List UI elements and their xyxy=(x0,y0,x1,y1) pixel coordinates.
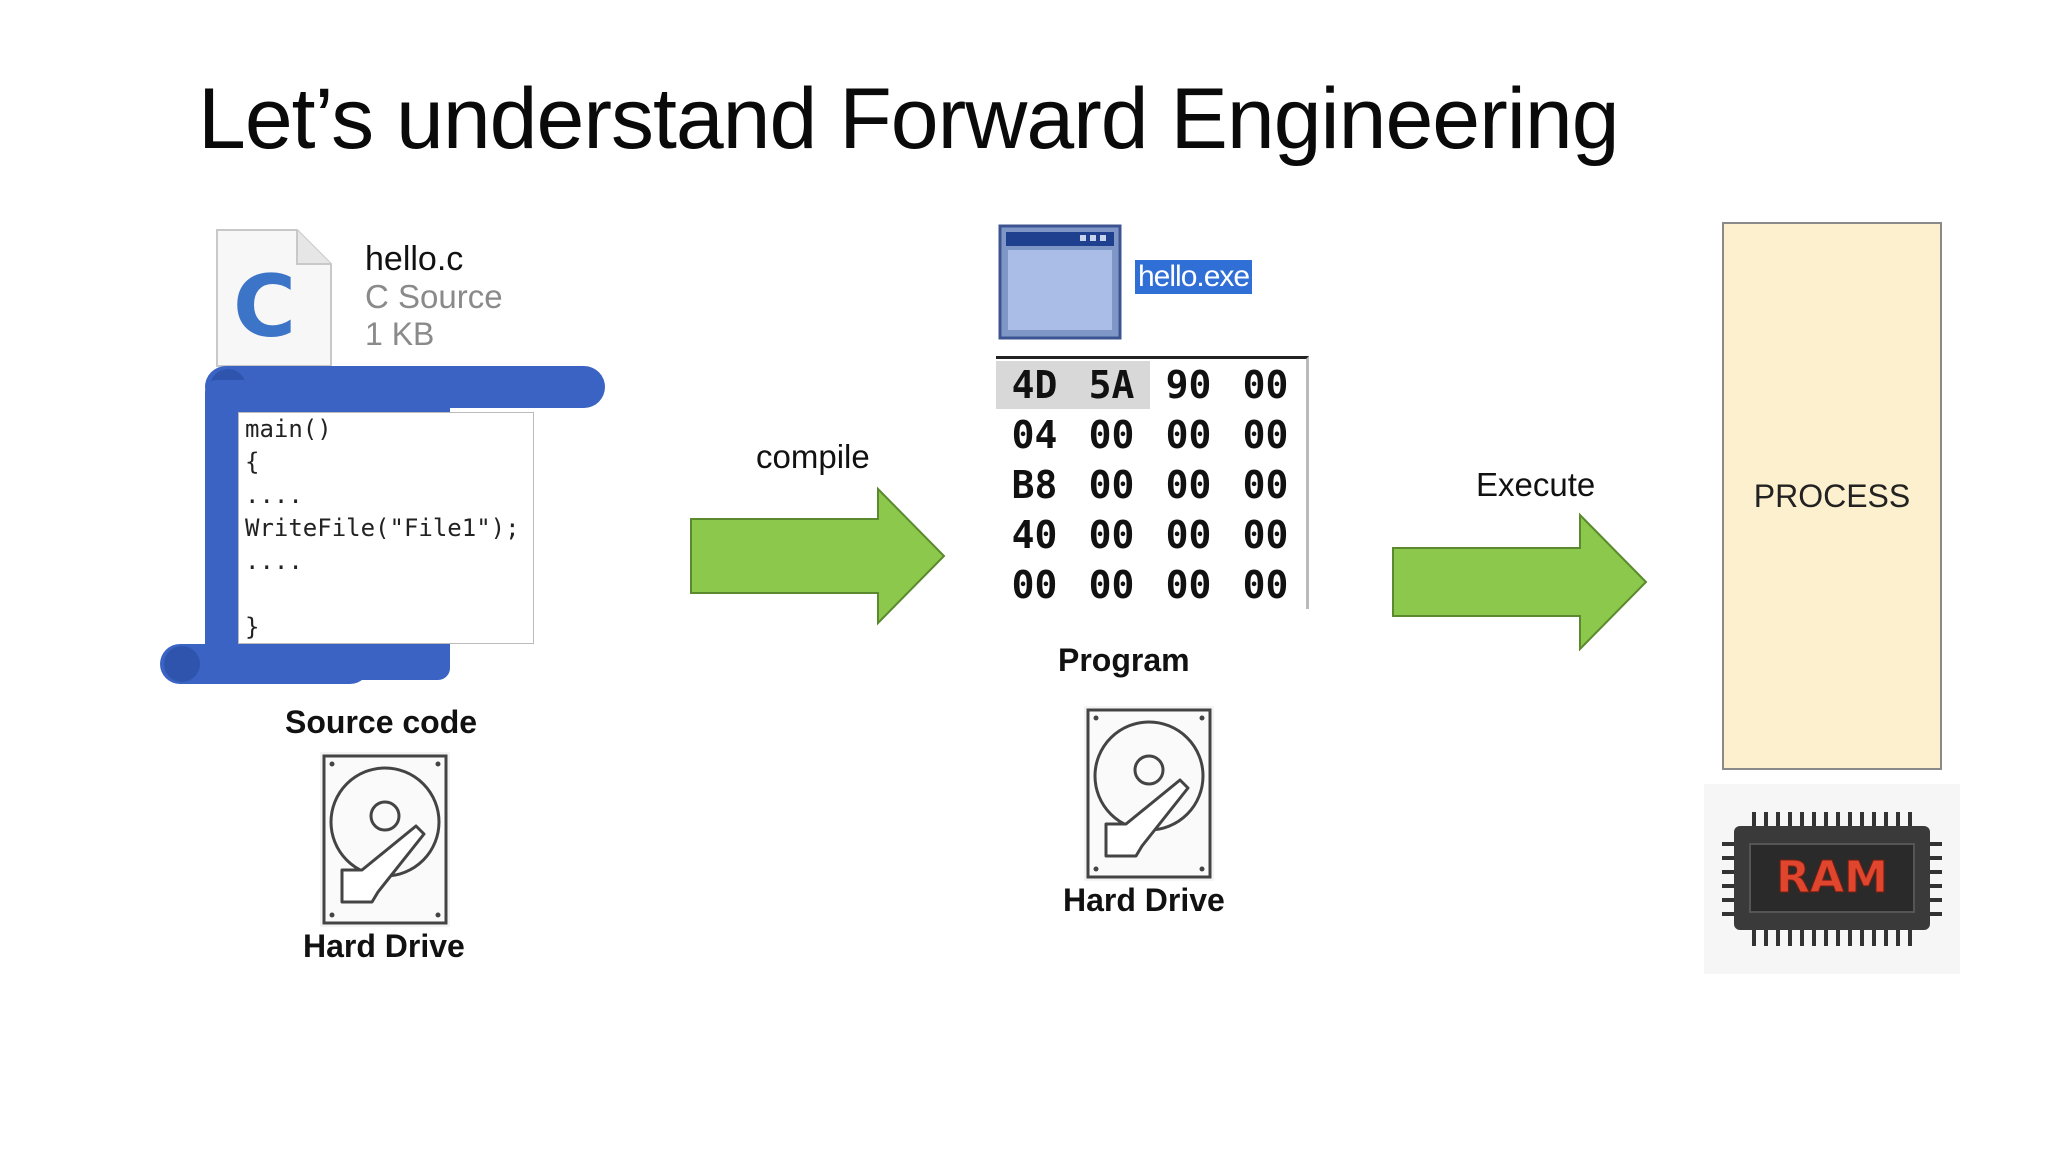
hex-cell: 00 xyxy=(1242,363,1289,407)
code-line: .... xyxy=(245,547,303,575)
compile-arrow xyxy=(690,486,946,626)
code-line: .... xyxy=(245,481,303,509)
execute-arrow xyxy=(1392,512,1648,652)
hex-cell: 00 xyxy=(1242,513,1289,557)
hex-cell: 00 xyxy=(1088,413,1135,457)
hex-cell: 04 xyxy=(1011,413,1058,457)
hex-cell: 00 xyxy=(1011,563,1058,607)
hex-cell: 00 xyxy=(1242,563,1289,607)
hex-row: 4D 5A 90 00 xyxy=(996,361,1306,409)
execute-label: Execute xyxy=(1476,466,1596,503)
hard-drive-caption: Hard Drive xyxy=(1063,882,1225,918)
hex-dump-table: 4D 5A 90 00 04 00 00 00 B8 00 00 00 40 0… xyxy=(996,356,1309,609)
process-label: PROCESS xyxy=(1753,478,1911,514)
hex-row: 04 00 00 00 xyxy=(996,411,1306,459)
code-line: } xyxy=(245,613,260,641)
code-box: main() { .... WriteFile("File1"); .... } xyxy=(238,412,534,644)
hex-cell: 00 xyxy=(1165,413,1212,457)
ram-chip-icon: RAM xyxy=(1704,784,1960,974)
process-box xyxy=(1722,222,1942,770)
hex-cell: 00 xyxy=(1242,413,1289,457)
source-code-caption: Source code xyxy=(285,704,478,740)
hex-cell: 00 xyxy=(1088,513,1135,557)
hex-cell: 00 xyxy=(1165,513,1212,557)
program-caption: Program xyxy=(1058,642,1190,678)
hex-row: B8 00 00 00 xyxy=(996,461,1306,509)
ram-text: RAM xyxy=(1776,852,1888,903)
hex-row: 00 00 00 00 xyxy=(996,561,1306,609)
hex-row: 40 00 00 00 xyxy=(996,511,1306,559)
hex-cell: 4D xyxy=(996,361,1073,409)
hex-cell: 00 xyxy=(1165,463,1212,507)
file-size: 1 KB xyxy=(365,316,435,352)
c-letter: C xyxy=(233,257,296,357)
hex-cell: 5A xyxy=(1073,361,1150,409)
hard-drive-caption: Hard Drive xyxy=(303,928,465,964)
code-line xyxy=(245,578,533,611)
window-app-icon xyxy=(998,224,1122,340)
hex-cell: 40 xyxy=(1011,513,1058,557)
file-type: C Source xyxy=(365,278,503,315)
hard-drive-icon xyxy=(1084,706,1214,881)
hex-cell: 00 xyxy=(1242,463,1289,507)
hex-cell: 90 xyxy=(1165,363,1212,407)
hard-drive-icon xyxy=(320,752,450,927)
file-name: hello.c xyxy=(365,240,464,278)
compile-label: compile xyxy=(756,438,870,475)
c-source-file-icon: C xyxy=(216,229,332,367)
code-line: { xyxy=(245,448,260,476)
hex-cell: 00 xyxy=(1088,563,1135,607)
code-line: main() xyxy=(245,415,332,443)
hex-cell: B8 xyxy=(1011,463,1058,507)
hex-cell: 00 xyxy=(1165,563,1212,607)
code-line: WriteFile("File1"); xyxy=(245,514,520,542)
exe-file-name: hello.exe xyxy=(1135,260,1253,294)
hex-cell: 00 xyxy=(1088,463,1135,507)
slide-title: Let’s understand Forward Engineering xyxy=(198,71,1620,167)
